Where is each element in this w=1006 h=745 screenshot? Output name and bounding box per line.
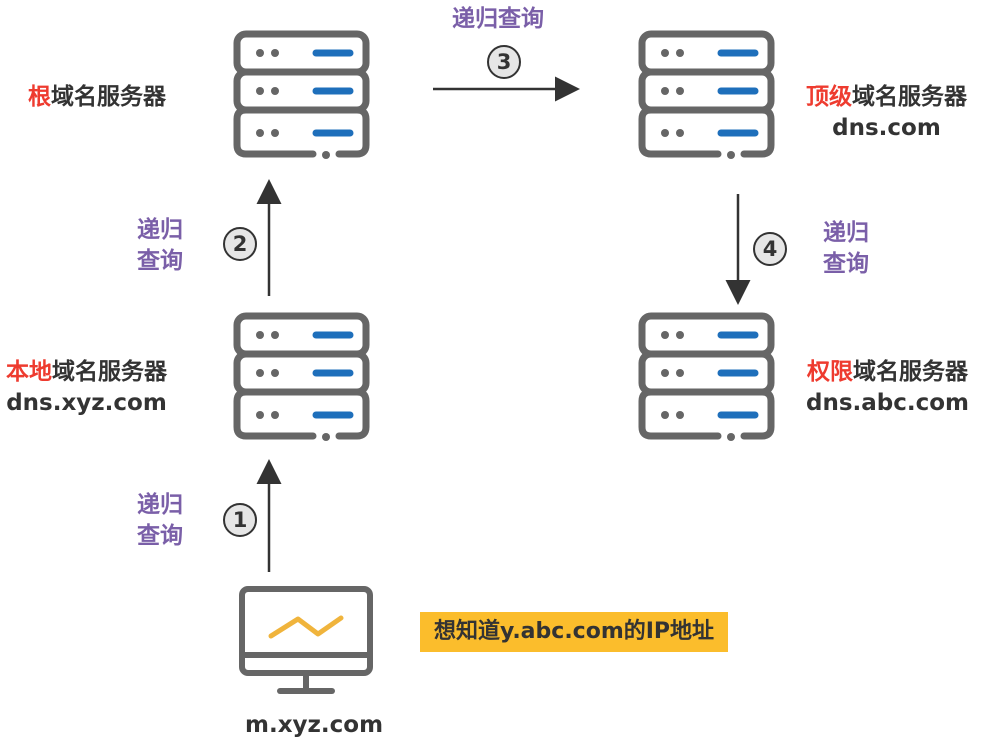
local-server-label: 本地域名服务器 dns.xyz.com: [6, 357, 167, 419]
step-3-badge: 3: [487, 45, 521, 79]
authoritative-server-domain: dns.abc.com: [806, 390, 970, 416]
step-1-label-line2: 查询: [137, 523, 183, 549]
authoritative-server-name: 域名服务器: [853, 359, 969, 385]
tld-server-domain: dns.com: [832, 115, 941, 141]
tld-server-label: 顶级域名服务器 dns.com: [806, 82, 967, 144]
client-domain: m.xyz.com: [245, 712, 384, 738]
step-2-label: 递归 查询: [137, 215, 183, 277]
root-server-label: 根域名服务器: [28, 82, 166, 113]
local-server-name: 域名服务器: [52, 359, 167, 385]
query-note: 想知道y.abc.com的IP地址: [420, 612, 729, 652]
step-1-label: 递归 查询: [137, 490, 183, 552]
step-1-badge: 1: [223, 503, 257, 537]
tld-server-name: 域名服务器: [852, 84, 967, 110]
authoritative-server-highlight: 权限: [807, 359, 854, 385]
step-4-badge: 4: [753, 232, 787, 266]
root-server-name: 域名服务器: [51, 84, 166, 110]
step-1-label-line1: 递归: [137, 492, 183, 518]
step-4-label: 递归 查询: [823, 218, 869, 280]
local-server-domain: dns.xyz.com: [6, 390, 167, 416]
tld-server-highlight: 顶级: [806, 84, 852, 110]
step-4-label-line1: 递归: [823, 220, 869, 246]
monitor-icon: [239, 586, 373, 694]
step-2-label-line2: 查询: [137, 248, 183, 274]
step-3-label: 递归查询: [452, 6, 544, 32]
step-4-label-line2: 查询: [823, 251, 869, 277]
step-2-label-line1: 递归: [137, 217, 183, 243]
step-2-badge: 2: [223, 227, 257, 261]
root-server-highlight: 根: [28, 84, 51, 110]
local-server-highlight: 本地: [6, 359, 52, 385]
authoritative-server-label: 权限域名服务器 dns.abc.com: [806, 357, 969, 419]
